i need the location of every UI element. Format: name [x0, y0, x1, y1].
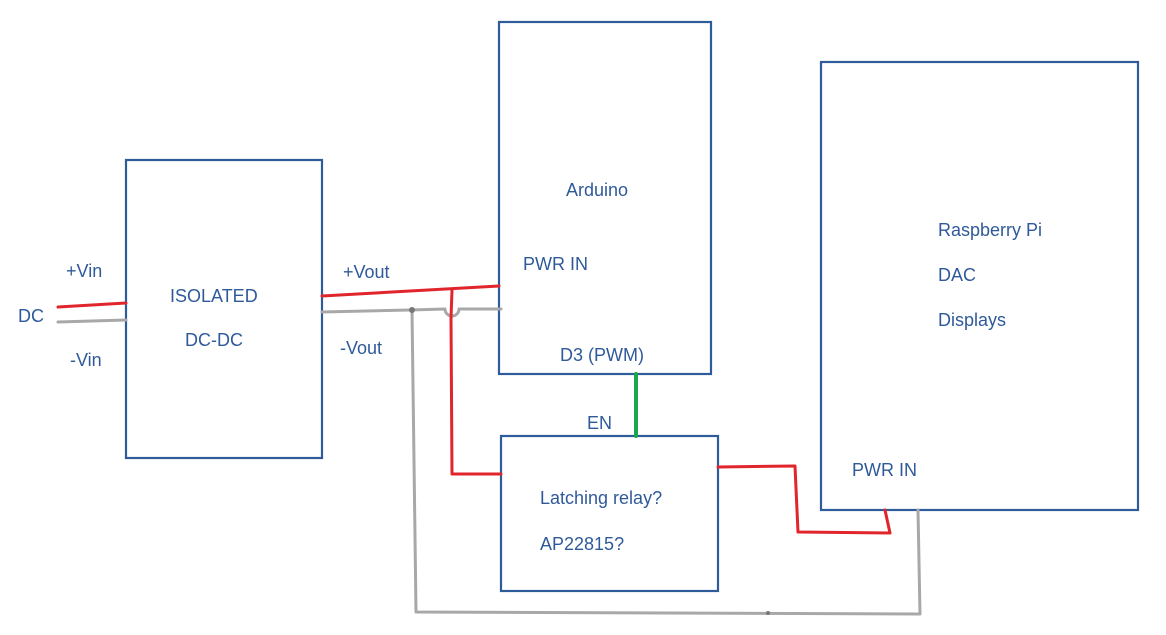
rpi-label-line1: Raspberry Pi [938, 220, 1042, 240]
vout-positive-label: +Vout [343, 262, 390, 282]
vin-positive-label: +Vin [66, 261, 102, 281]
arduino-title: Arduino [566, 180, 628, 200]
dcdc-title-line2: DC-DC [185, 330, 243, 350]
dcdc-converter-box [124, 158, 324, 460]
vin-positive-wire [56, 301, 128, 309]
relay-label-line1: Latching relay? [540, 488, 662, 508]
relay-box [499, 434, 720, 593]
rpi-label-line3: Displays [938, 310, 1006, 330]
rpi-pwr-in-label: PWR IN [852, 460, 917, 480]
rpi-label-line2: DAC [938, 265, 976, 285]
vout-negative-label: -Vout [340, 338, 382, 358]
raspberry-pi-box [819, 60, 1140, 512]
arduino-pwr-in-label: PWR IN [523, 254, 588, 274]
relay-output-wire [716, 464, 892, 535]
ground-return-wire [410, 308, 922, 616]
dcdc-title-line1: ISOLATED [170, 286, 258, 306]
vin-negative-wire [56, 318, 128, 324]
relay-supply-wire [449, 288, 503, 476]
dc-label: DC [18, 306, 44, 326]
arduino-d3-label: D3 (PWM) [560, 345, 644, 365]
vin-negative-label: -Vin [70, 350, 102, 370]
ground-junction-dot [409, 307, 415, 313]
en-label: EN [587, 413, 612, 433]
arduino-box [497, 20, 713, 376]
relay-label-line2: AP22815? [540, 534, 624, 554]
ground-junction-dot-2 [766, 611, 770, 615]
vout-positive-wire [320, 284, 501, 298]
